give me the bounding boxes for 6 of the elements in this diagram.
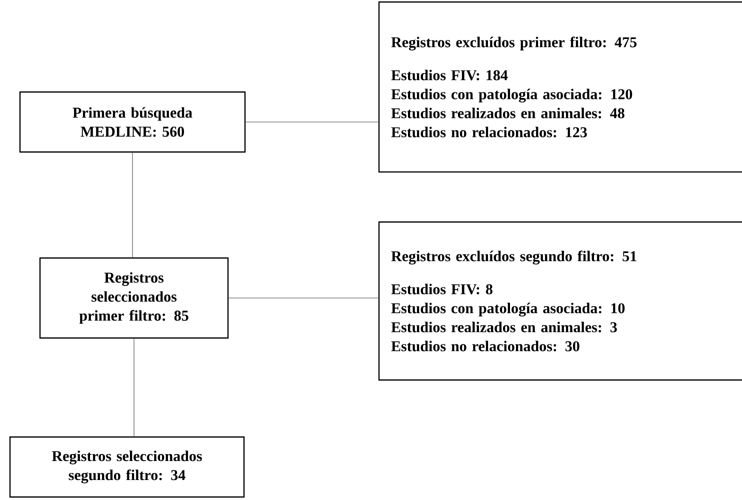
exclusion-box: Registros excluídos primer filtro: 475 Estudios FIV: 184 Estudios con patología asociada: 120 Estudios realizados en animales: 48 Estudios no relacionados: 123 xyxy=(378,1,742,173)
process-box: Primera búsqueda MEDLINE: 560 xyxy=(19,91,246,153)
connector-line xyxy=(132,152,133,258)
process-box: Registros seleccionados primer filtro: 85 xyxy=(39,257,229,339)
process-box: Registros seleccionados segundo filtro: 34 xyxy=(9,436,245,498)
exclusion-box: Registros excluídos segundo filtro: 51 Estudios FIV: 8 Estudios con patología asociada: 10 Estudios realizados en animales: 3 Estudios no relacionados: 30 xyxy=(378,221,742,381)
